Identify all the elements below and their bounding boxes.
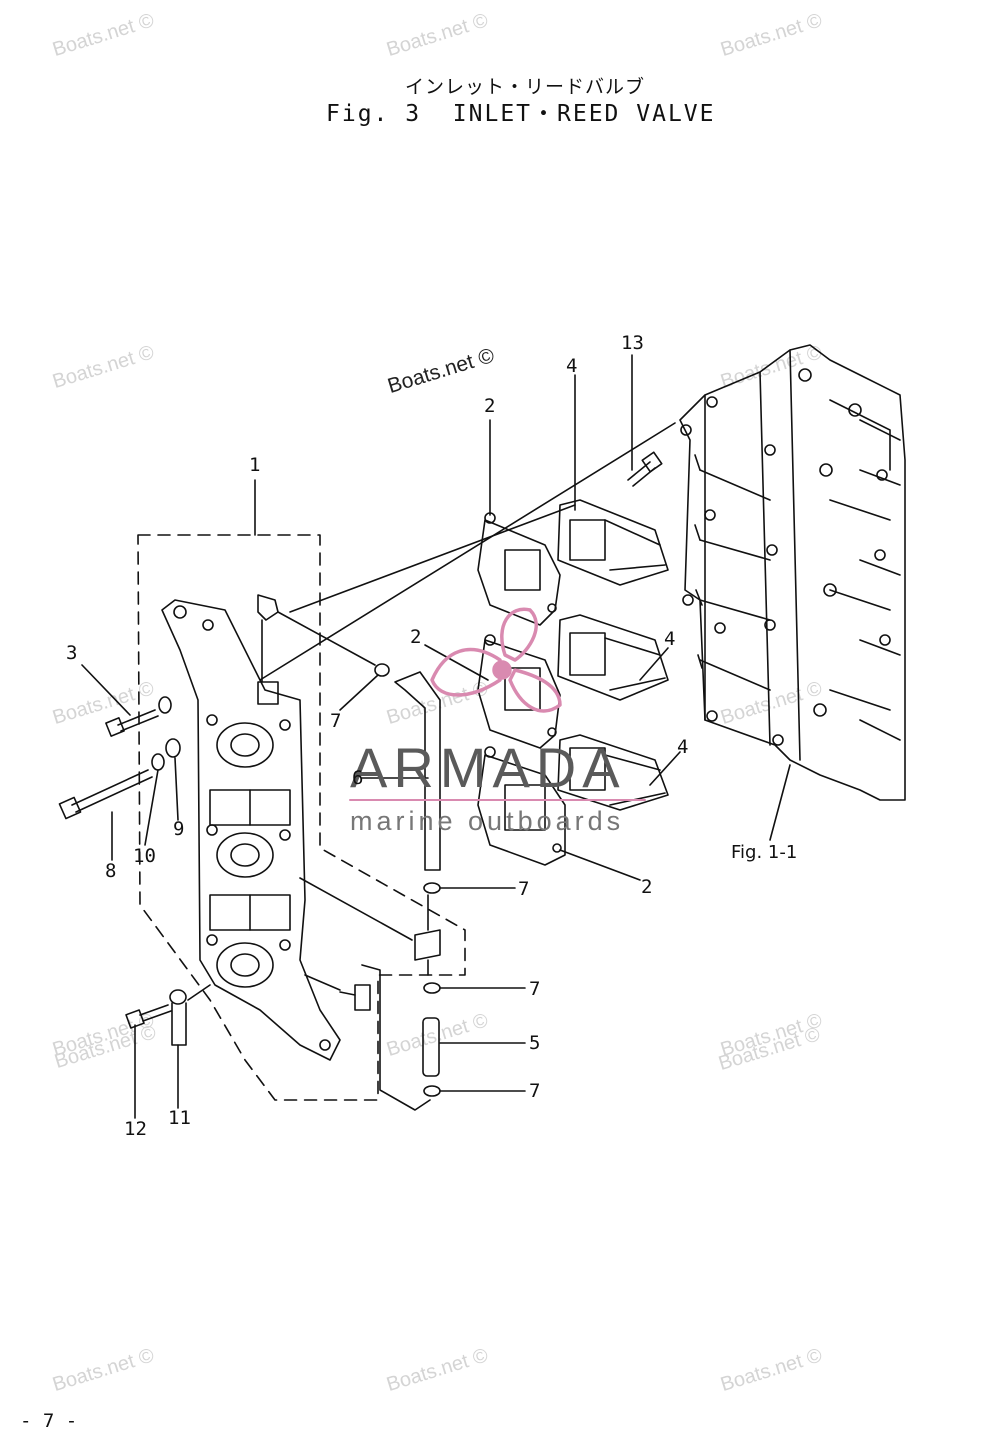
callout-2: 2 (641, 876, 653, 898)
figure-title: Fig. 3 INLET・REED VALVE (326, 101, 716, 127)
callout-11: 11 (168, 1107, 191, 1129)
callout-4: 4 (566, 355, 578, 377)
leader (559, 849, 641, 881)
armada-logo-icon (430, 607, 562, 713)
page-number: - 7 - (20, 1410, 78, 1432)
callout-3: 3 (66, 642, 78, 664)
engine-block (679, 344, 906, 801)
reed-valve (557, 614, 669, 701)
callout-7: 7 (518, 878, 530, 900)
callout-7: 7 (330, 710, 342, 732)
callout-7: 7 (529, 1080, 541, 1102)
hose-straight (422, 1017, 440, 1077)
leader (81, 664, 131, 716)
hose-clip (374, 663, 390, 677)
callout-6: 6 (352, 767, 364, 789)
gasket (477, 512, 561, 626)
armada-logo-name: ARMADA (350, 736, 626, 799)
leader (639, 647, 669, 681)
figure-reference: Fig. 1-1 (731, 842, 798, 863)
hose-clip (423, 1085, 441, 1097)
bolt (627, 451, 663, 487)
assembly-boundary (137, 534, 466, 1101)
title-japanese: インレット・リードバルブ (405, 76, 646, 98)
callout-4: 4 (664, 628, 676, 650)
callout-2: 2 (484, 395, 496, 417)
leader-fig-ref (769, 764, 791, 841)
callout-9: 9 (173, 818, 185, 840)
gasket (477, 634, 561, 749)
callout-4: 4 (677, 736, 689, 758)
callout-8: 8 (105, 860, 117, 882)
armada-logo-tagline: marine outboards (350, 806, 625, 836)
callout-13: 13 (621, 332, 644, 354)
callout-1: 1 (249, 454, 261, 476)
elbow-fitting (257, 594, 376, 683)
tee-fitting (299, 877, 441, 976)
leader (649, 751, 681, 786)
line-guide (361, 964, 431, 1111)
elbow-fitting-lower (304, 974, 371, 1011)
bolt (125, 1004, 172, 1029)
callout-10: 10 (133, 845, 156, 867)
alignment-line (259, 422, 676, 681)
inlet-manifold (161, 599, 341, 1061)
leader (424, 644, 489, 681)
alignment-line (289, 504, 576, 613)
cable-clamp (169, 984, 211, 1046)
leader (174, 757, 179, 821)
callout-5: 5 (529, 1032, 541, 1054)
hose-clip (423, 982, 441, 994)
leader (339, 674, 379, 711)
callout-7: 7 (529, 978, 541, 1000)
bolt (105, 696, 172, 737)
hose (394, 671, 441, 871)
gasket (477, 746, 566, 866)
hose-clip (423, 882, 441, 894)
callout-2: 2 (410, 626, 422, 648)
leader (144, 769, 159, 846)
long-bolt (58, 738, 181, 820)
callout-12: 12 (124, 1118, 147, 1140)
reed-valve (557, 499, 669, 586)
